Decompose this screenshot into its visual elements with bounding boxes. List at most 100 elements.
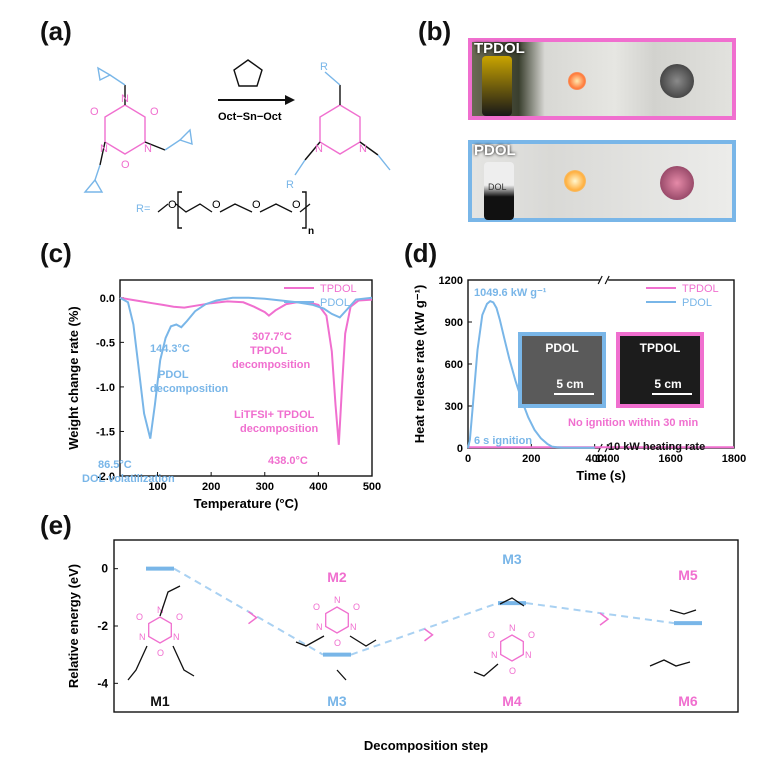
r-group-atom-3: O [252, 199, 261, 211]
chart-e-molecule-bond [669, 609, 697, 615]
tpdol-flame [568, 72, 586, 90]
chart-e-molecule-bond [172, 645, 195, 677]
chart-e-ylabel: Relative energy (eV) [66, 564, 81, 688]
chart-c-xtick-label: 100 [148, 481, 166, 493]
chart-d-ylabel: Heat release rate (kW g⁻¹) [412, 285, 427, 444]
chart-d-inset-scale-text: 5 cm [654, 377, 681, 391]
chart-c-series-tpdol [119, 296, 373, 445]
chart-c-annotation: decomposition [232, 359, 311, 371]
chart-e-molecule-bond [127, 645, 148, 681]
chart-c-xlabel: Temperature (°C) [194, 496, 299, 511]
chart-e-ytick-label: -4 [97, 676, 108, 690]
chart-d-xtick-label: 1800 [722, 453, 746, 465]
chart-c-ytick-label: -1.5 [96, 426, 115, 438]
dioxolane-ring [233, 59, 263, 87]
pdol-coin-cell [660, 166, 694, 200]
chart-c-xtick-label: 200 [202, 481, 220, 493]
chart-e-molecule-bond [336, 669, 347, 681]
chart-d-inset-label-pdol: PDOL [545, 341, 578, 355]
chart-d-inset-scale-text: 5 cm [556, 377, 583, 391]
chart-e-molecule-bond [649, 659, 691, 667]
chart-d-annotation: 10 kW heating rate [608, 441, 705, 453]
chart-c-legend-label-pdol: PDOL [320, 297, 350, 309]
chart-e-species-label: M3 [327, 693, 347, 709]
r-group-repeat-index: n [308, 226, 314, 237]
chart-d-ytick-label: 1200 [439, 275, 463, 287]
chart-c-annotation: TPDOL [250, 345, 288, 357]
panel-d-label: (d) [404, 238, 438, 268]
photo-strip-pdol [468, 140, 736, 222]
chart-e-connector [525, 602, 675, 625]
chart-e-xlabel: Decomposition step [364, 738, 488, 753]
chart-e-ring-atom: N [334, 595, 341, 605]
chart-e-ring-atom: N [173, 632, 180, 642]
chart-e-ytick-label: -2 [97, 619, 108, 633]
chart-d-xlabel: Time (s) [576, 468, 626, 483]
chart-c-ylabel: Weight change rate (%) [66, 306, 81, 450]
chart-d-axis-break-mark [597, 275, 610, 453]
r-group-bracket-right [302, 191, 307, 229]
r-group-atom-1: O [168, 199, 177, 211]
product-atom-n-right: N [359, 143, 367, 155]
chart-e-species-label: M2 [327, 569, 347, 585]
chart-e-ytick-label: 0 [101, 562, 108, 576]
chart-d-xtick-label: 1400 [595, 453, 619, 465]
chart-d-ytick-label: 0 [457, 443, 463, 455]
chart-d-legend-label-pdol: PDOL [682, 297, 712, 309]
photo-label-pdol: PDOL [474, 142, 516, 159]
chart-e-ring-atom: O [488, 630, 495, 640]
chart-e-ring-atom: O [353, 602, 360, 612]
chart-e-molecule-bond [295, 635, 325, 647]
chart-c-annotation: decomposition [150, 383, 229, 395]
reactant-atom-n-right: N [144, 143, 152, 155]
photo-label-tpdol: TPDOL [474, 40, 525, 57]
product-r-top: R [320, 61, 328, 73]
chart-e-ring-atom: N [316, 622, 323, 632]
chart-d-ytick-label: 300 [445, 401, 463, 413]
chart-e-ring-atom: O [136, 612, 143, 622]
chart-e-ring-atom: N [157, 605, 164, 615]
reactant-atom-o-left: O [90, 106, 99, 118]
chart-c-frame [119, 279, 373, 477]
chart-d-annotation: 6 s ignition [474, 435, 532, 447]
chart-d-ytick-label: 600 [445, 359, 463, 371]
catalyst-label: Oct−Sn−Oct [218, 111, 282, 123]
chart-c-legend-label-tpdol: TPDOL [320, 283, 357, 295]
chart-c-annotation: 438.0°C [268, 455, 308, 467]
chart-c-annotation: 307.7°C [252, 331, 292, 343]
reactant-atom-n-top: N [121, 93, 129, 105]
panel-b-label: (b) [418, 16, 452, 46]
chart-d-annotation: No ignition within 30 min [568, 417, 698, 429]
chart-e-ring-atom: O [176, 612, 183, 622]
chart-e-molecule-bond [159, 585, 181, 617]
chart-d-xtick-label: 0 [465, 453, 471, 465]
tpdol-vial [482, 56, 512, 116]
r-group-bracket-left [177, 191, 182, 229]
chart-e-step-arrow [599, 612, 610, 626]
r-group-atom-2: O [212, 199, 221, 211]
chart-d-xtick-label: 200 [522, 453, 540, 465]
chart-e-ring-atom: N [509, 623, 516, 633]
chart-c-xtick-label: 400 [309, 481, 327, 493]
chart-e-ring-atom: O [528, 630, 535, 640]
chart-d-annotation: 1049.6 kW g⁻¹ [474, 287, 547, 299]
chart-e-frame [113, 539, 739, 713]
chart-e-step-arrow [248, 611, 258, 625]
chart-c-xtick-label: 300 [256, 481, 274, 493]
chart-c-ytick-label: -0.5 [96, 337, 115, 349]
chart-c-ytick-label: -1.0 [96, 382, 115, 394]
product-atom-n-left: N [315, 143, 323, 155]
chart-c-annotation: decomposition [240, 423, 319, 435]
chart-c-annotation: LiTFSI+ TPDOL [234, 409, 315, 421]
chart-e-ring-atom: N [139, 632, 146, 642]
reactant-atom-n-left: N [100, 143, 108, 155]
chart-d-legend-label-tpdol: TPDOL [682, 283, 719, 295]
chart-e-ring-atom: O [313, 602, 320, 612]
panel-c-label: (c) [40, 238, 72, 268]
chart-d-ytick-label: 900 [445, 317, 463, 329]
chart-c-xtick-label: 500 [363, 481, 381, 493]
r-group-chain [157, 203, 311, 213]
